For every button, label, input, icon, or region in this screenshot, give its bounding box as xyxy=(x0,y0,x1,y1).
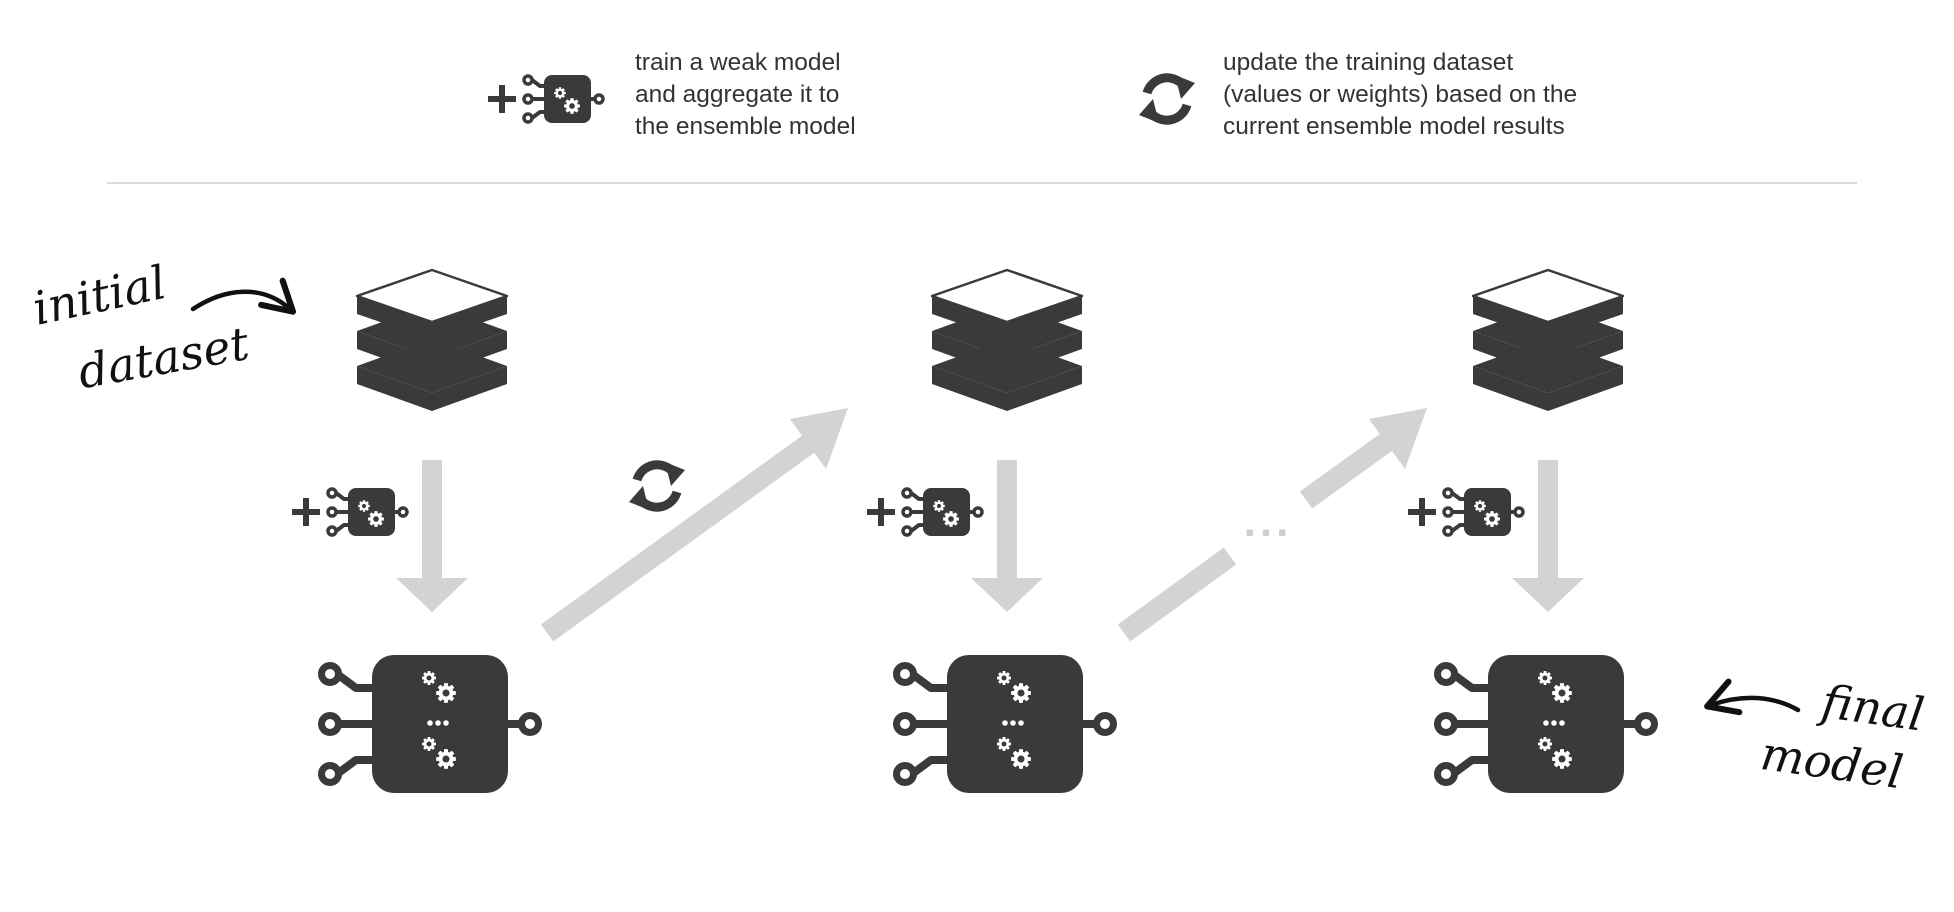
update-arrow-shaft xyxy=(1299,429,1399,509)
legend-update-line: current ensemble model results xyxy=(1223,113,1565,140)
train-arrow xyxy=(1512,460,1584,612)
plus-weak-model-icon xyxy=(292,488,407,536)
train-arrows xyxy=(396,460,1584,612)
legend-update-text: update the training dataset (values or w… xyxy=(1223,47,1577,143)
update-arrow-shaft xyxy=(1117,547,1237,642)
final-model-arrow xyxy=(1704,678,1801,716)
legend-update-line: update the training dataset xyxy=(1223,49,1514,76)
update-arrow-head xyxy=(1369,408,1427,469)
update-arrow-shaft xyxy=(540,431,821,642)
ensemble-model-icon xyxy=(1438,655,1655,793)
legend-update-line: (values or weights) based on the xyxy=(1223,81,1578,108)
dataset-stack-icon xyxy=(1471,268,1625,413)
update-arrows xyxy=(540,408,1427,642)
plus-weak-model-icon xyxy=(488,75,603,123)
dataset-stack-icon xyxy=(355,268,509,413)
update-arrow-head xyxy=(790,408,848,469)
train-arrow xyxy=(971,460,1043,612)
ensemble-model-icon xyxy=(322,655,539,793)
legend-train-line: the ensemble model xyxy=(635,113,856,140)
ensemble-model-icon xyxy=(897,655,1114,793)
refresh-cycle-icon xyxy=(1139,75,1195,123)
ellipsis-text: ... xyxy=(1244,497,1293,546)
initial-dataset-arrow xyxy=(190,277,297,315)
dataset-stack-icon xyxy=(930,268,1084,413)
legend-train-text: train a weak model and aggregate it to t… xyxy=(635,47,856,143)
refresh-cycle-icon xyxy=(629,462,685,510)
train-arrow xyxy=(396,460,468,612)
plus-weak-model-icon xyxy=(1408,488,1523,536)
legend-train-line: train a weak model xyxy=(635,49,841,76)
plus-weak-model-icon xyxy=(867,488,982,536)
legend-train-line: and aggregate it to xyxy=(635,81,840,108)
